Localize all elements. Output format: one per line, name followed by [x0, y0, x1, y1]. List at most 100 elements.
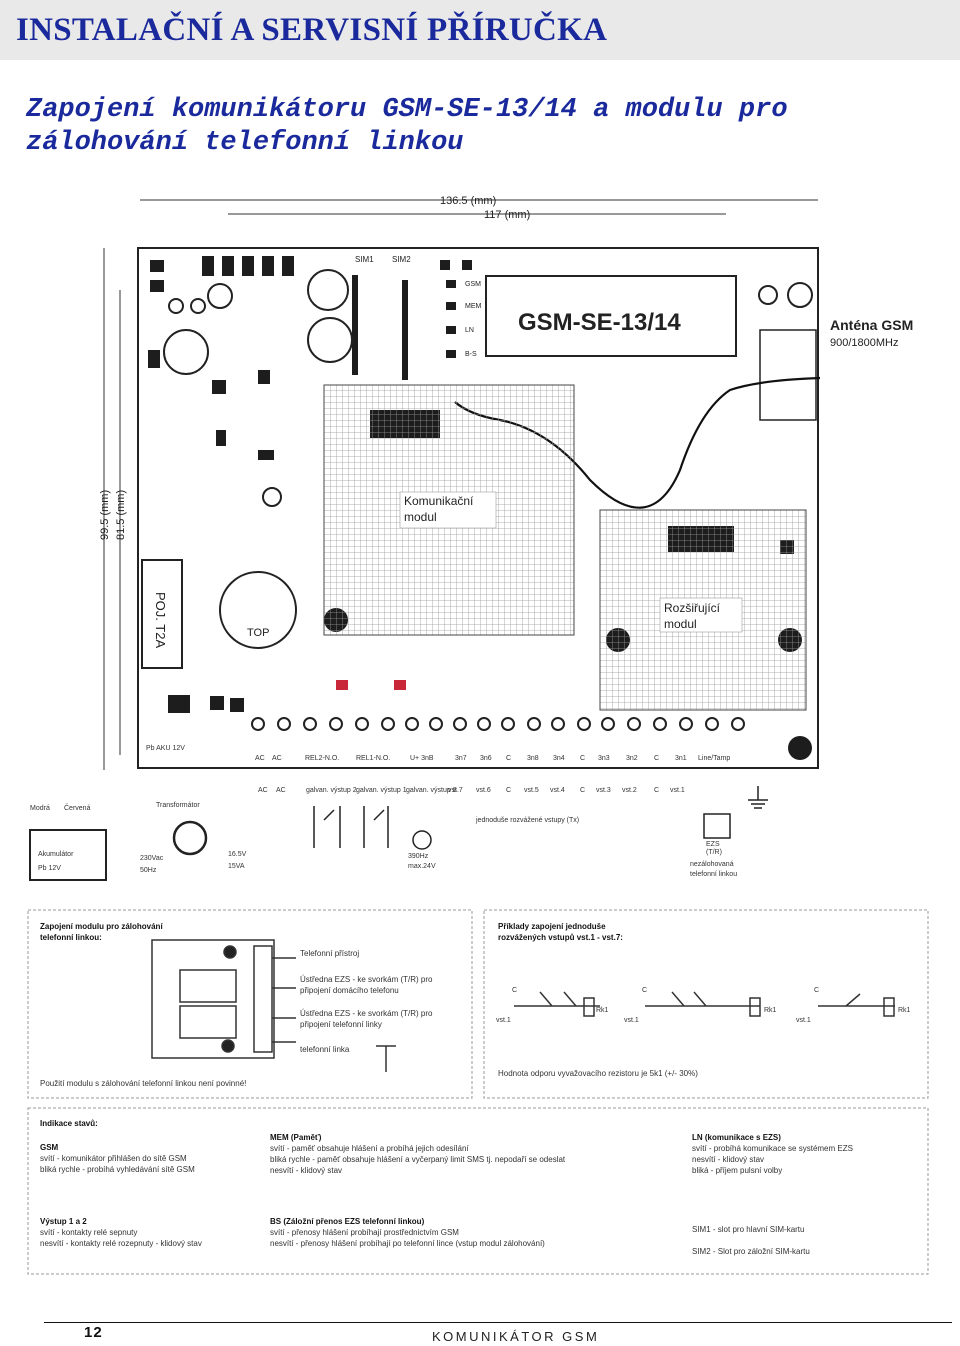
output-relays — [313, 806, 432, 850]
svg-text:vst.7: vst.7 — [448, 787, 463, 794]
backup-item-line: telefonní linka — [300, 1045, 350, 1054]
svg-text:Rk1: Rk1 — [596, 1007, 609, 1014]
svg-text:3n8: 3n8 — [527, 755, 539, 762]
led-label-ln: LN — [465, 327, 474, 334]
backup-module-drawing — [151, 939, 396, 1072]
svg-text:vst.1: vst.1 — [796, 1017, 811, 1024]
wiring-labels: AC AC galvan. výstup 2 galvan. výstup 1 … — [258, 787, 685, 824]
ext-module-label-bg — [659, 597, 743, 633]
svg-text:vst.3: vst.3 — [596, 787, 611, 794]
sim1-label: SIM1 — [355, 255, 374, 264]
svg-text:vst.6: vst.6 — [476, 787, 491, 794]
backup-panel-title: Zapojení modulu pro zálohování telefonní… — [40, 922, 163, 942]
dim-width-outer: 136.5 (mm) — [440, 195, 496, 207]
status-ln: LN (komunikace s EZS) svítí - probíhá ko… — [692, 1133, 853, 1175]
svg-text:galvan. výstup 2: galvan. výstup 2 — [306, 787, 357, 794]
svg-text:Rk1: Rk1 — [898, 1007, 911, 1014]
svg-text:C: C — [580, 787, 585, 794]
board-model: GSM-SE-13/14 — [518, 309, 681, 336]
panel-examples-frame — [483, 909, 929, 1099]
svg-text:C: C — [512, 987, 517, 994]
svg-text:galvan. výstup 8: galvan. výstup 8 — [406, 787, 457, 794]
svg-text:3n2: 3n2 — [626, 755, 638, 762]
led-indicators — [446, 280, 456, 358]
led-label-gsm: GSM — [465, 281, 481, 288]
top-label: TOP — [247, 627, 269, 639]
svg-text:3n3: 3n3 — [598, 755, 610, 762]
status-outputs: Výstup 1 a 2 svítí - kontakty relé sepnu… — [40, 1217, 202, 1248]
fuse-block — [141, 559, 183, 669]
svg-text:Rk1: Rk1 — [764, 1007, 777, 1014]
phone-line-symbol: EZS (T/R) nezálohovaná telefonní linkou — [690, 786, 768, 878]
svg-text:telefonní linkou: telefonní linkou — [690, 871, 737, 878]
svg-text:3n1: 3n1 — [675, 755, 687, 762]
svg-text:galvan. výstup 1: galvan. výstup 1 — [356, 787, 407, 794]
svg-text:AC: AC — [255, 755, 265, 762]
footer-brand: KOMUNIKÁTOR GSM — [432, 1329, 600, 1344]
svg-text:(T/R): (T/R) — [706, 849, 722, 856]
backup-note: Použití modulu s zálohování telefonní li… — [40, 1079, 247, 1088]
svg-text:AC: AC — [276, 787, 286, 794]
dim-height-inner: 81.5 (mm) — [115, 490, 127, 540]
page-title: INSTALAČNÍ A SERVISNÍ PŘÍRUČKA — [16, 12, 608, 48]
dim-height-outer: 99.5 (mm) — [99, 490, 111, 540]
svg-text:C: C — [814, 987, 819, 994]
footer-divider — [44, 1322, 952, 1323]
comm-module-label-bg — [399, 491, 497, 529]
svg-text:Červená: Červená — [64, 803, 91, 812]
svg-text:REL1-N.O.: REL1-N.O. — [356, 755, 390, 762]
examples-note: Hodnota odporu vyvažovacího rezistoru je… — [498, 1069, 698, 1078]
status-bs: BS (Záložní přenos EZS telefonní linkou)… — [270, 1217, 545, 1248]
led-label-bs: B-S — [465, 351, 477, 358]
svg-text:Modrá: Modrá — [30, 805, 50, 812]
svg-text:C: C — [506, 787, 511, 794]
svg-text:Pb 12V: Pb 12V — [38, 865, 61, 872]
svg-text:230Vac: 230Vac — [140, 855, 164, 862]
diagram-subtitle: Zapojení komunikátoru GSM-SE-13/14 a mod… — [26, 95, 788, 158]
svg-text:Line/Tamp: Line/Tamp — [698, 755, 730, 762]
svg-text:3n7: 3n7 — [455, 755, 467, 762]
svg-text:AC: AC — [272, 755, 282, 762]
svg-text:Transformátor: Transformátor — [156, 802, 200, 809]
load-label: 390Hz max.24V — [408, 853, 436, 870]
svg-text:max.24V: max.24V — [408, 863, 436, 870]
svg-text:3n6: 3n6 — [480, 755, 492, 762]
fuse-label: POJ. T2A — [153, 592, 168, 648]
red-led-2 — [394, 680, 406, 690]
page-number: 12 — [84, 1324, 103, 1341]
dimension-lines — [103, 199, 818, 770]
backup-item-ezs-line: Ústředna EZS - ke svorkám (T/R) pro přip… — [300, 1009, 433, 1029]
terminal-labels: AC AC REL2-N.O. REL1-N.O. U+ 3nB 3n7 3n6… — [255, 755, 730, 762]
battery-symbol: Modrá Červená Akumulátor Pb 12V — [29, 803, 107, 881]
ext-module-label-1: Rozšiřující — [664, 601, 721, 615]
svg-text:C: C — [580, 755, 585, 762]
pcb-capacitors — [163, 269, 813, 649]
panel-status-frame — [27, 1107, 929, 1275]
backup-item-ezs-phone: Ústředna EZS - ke svorkám (T/R) pro přip… — [300, 975, 433, 995]
svg-text:AC: AC — [258, 787, 268, 794]
status-sim: SIM1 - slot pro hlavní SIM-kartu SIM2 - … — [692, 1225, 810, 1256]
svg-text:3n4: 3n4 — [553, 755, 565, 762]
backup-item-phone: Telefonní přístroj — [300, 949, 360, 958]
ext-module-label-2: modul — [664, 617, 697, 631]
svg-text:C: C — [642, 987, 647, 994]
svg-text:15VA: 15VA — [228, 863, 245, 870]
wiring-diagram: 136.5 (mm) 117 (mm) 99.5 (mm) 81.5 (mm) … — [27, 195, 929, 1275]
svg-text:Akumulátor: Akumulátor — [38, 851, 74, 858]
svg-text:nezálohovaná: nezálohovaná — [690, 861, 734, 868]
red-led-1 — [336, 680, 348, 690]
antenna-frequency: 900/1800MHz — [830, 337, 899, 349]
svg-text:C: C — [506, 755, 511, 762]
comm-module-label-1: Komunikační — [404, 494, 474, 508]
dim-width-inner: 117 (mm) — [484, 209, 530, 221]
svg-text:16.5V: 16.5V — [228, 851, 247, 858]
gsm-module-box — [485, 275, 737, 357]
status-gsm: GSM svítí - komunikátor přihlášen do sít… — [40, 1143, 195, 1174]
svg-text:vst.1: vst.1 — [670, 787, 685, 794]
panel-backup-frame — [27, 909, 473, 1099]
svg-text:jednoduše rozvážené vstupy (Tx: jednoduše rozvážené vstupy (Tx) — [475, 817, 579, 824]
transformer-symbol: Transformátor 230Vac 50Hz 16.5V 15VA — [140, 802, 247, 874]
svg-text:vst.4: vst.4 — [550, 787, 565, 794]
status-title: Indikace stavů: — [40, 1119, 98, 1128]
svg-text:vst.1: vst.1 — [624, 1017, 639, 1024]
